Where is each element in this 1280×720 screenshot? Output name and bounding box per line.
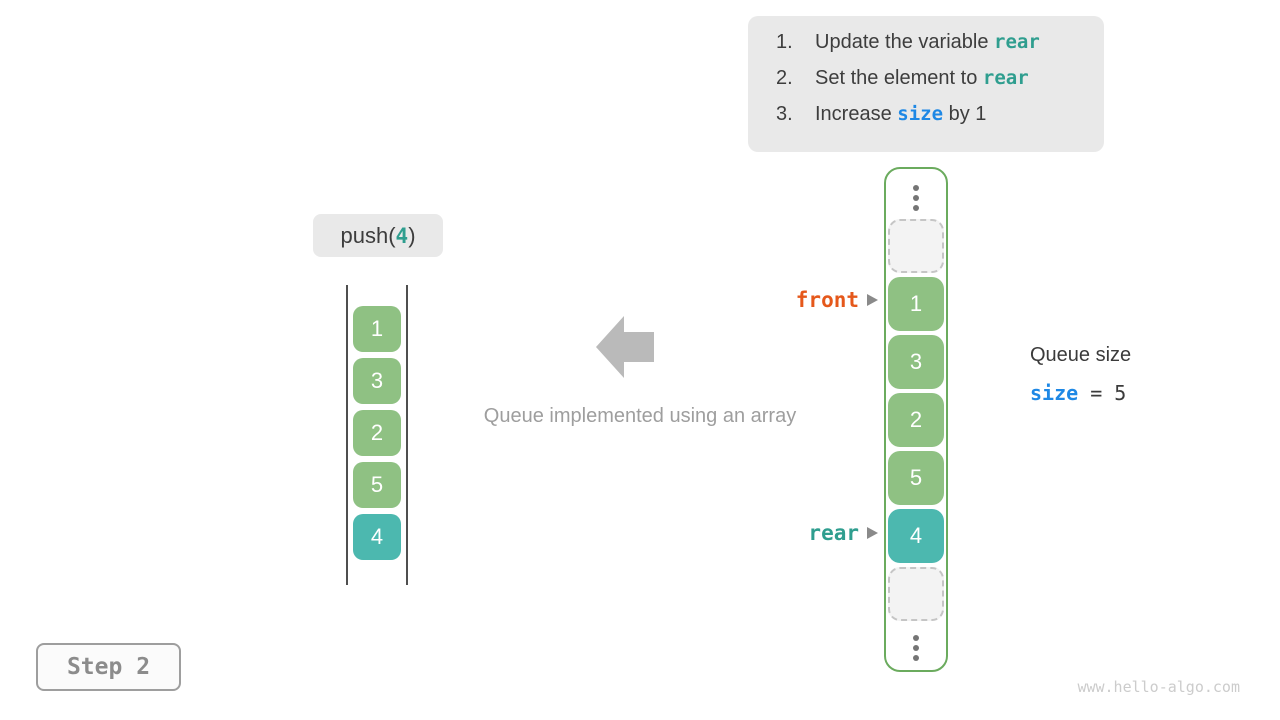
dot	[913, 195, 919, 201]
rear-pointer-text: rear	[808, 521, 859, 545]
queue-size-equation: size = 5	[1030, 381, 1126, 405]
left-arrow-icon	[596, 316, 654, 378]
queue-cell: 2	[353, 410, 401, 456]
instruction-number: 1.	[776, 31, 793, 53]
queue-channel: 1 3 2 5 4	[346, 285, 408, 585]
instruction-number: 3.	[776, 103, 793, 125]
queue-cell: 5	[353, 462, 401, 508]
step-badge: Step 2	[36, 643, 181, 691]
array-cell-front: 1	[888, 277, 944, 331]
instruction-item: 3. Increase size by 1	[776, 103, 1104, 139]
rear-pointer-label: rear	[766, 521, 878, 545]
front-pointer-label: front	[766, 288, 878, 312]
dot	[913, 645, 919, 651]
instruction-number: 2.	[776, 67, 793, 89]
instructions-panel: 1. Update the variable rear 2. Set the e…	[748, 16, 1104, 152]
push-suffix: )	[408, 222, 416, 248]
dot	[913, 635, 919, 641]
watermark: www.hello-algo.com	[1077, 678, 1240, 696]
push-argument: 4	[395, 223, 409, 248]
code-token-size: size	[897, 103, 944, 125]
pointer-arrow-icon	[867, 527, 878, 539]
array-cell: 2	[888, 393, 944, 447]
instruction-text: Set the element to rear	[815, 67, 1029, 89]
array-container: 1 3 2 5 4	[884, 167, 948, 672]
dot	[913, 185, 919, 191]
arrow-shaft	[624, 332, 654, 362]
ellipsis-icon	[913, 635, 919, 661]
instruction-item: 2. Set the element to rear	[776, 67, 1104, 103]
code-token-rear: rear	[994, 31, 1040, 53]
dot	[913, 205, 919, 211]
pointer-arrow-icon	[867, 294, 878, 306]
ellipsis-icon	[913, 185, 919, 211]
array-cell-rear: 4	[888, 509, 944, 563]
dot	[913, 655, 919, 661]
array-cell: 3	[888, 335, 944, 389]
instruction-item: 1. Update the variable rear	[776, 31, 1104, 67]
front-pointer-text: front	[795, 288, 859, 312]
queue-cell-highlight: 4	[353, 514, 401, 560]
empty-slot	[888, 567, 944, 621]
empty-slot	[888, 219, 944, 273]
queue-size-title: Queue size	[1030, 344, 1132, 366]
size-variable: size	[1030, 381, 1079, 405]
queue-cell: 1	[353, 306, 401, 352]
code-token-rear: rear	[982, 67, 1029, 89]
instruction-text: Increase size by 1	[815, 103, 987, 125]
diagram-caption: Queue implemented using an array	[483, 405, 797, 427]
queue-cell: 3	[353, 358, 401, 404]
push-operation-label: push(4)	[313, 214, 443, 257]
arrow-head	[596, 316, 624, 378]
size-value: = 5	[1078, 381, 1127, 405]
instruction-text: Update the variable rear	[815, 31, 1040, 53]
push-prefix: push(	[340, 222, 396, 248]
array-cell: 5	[888, 451, 944, 505]
